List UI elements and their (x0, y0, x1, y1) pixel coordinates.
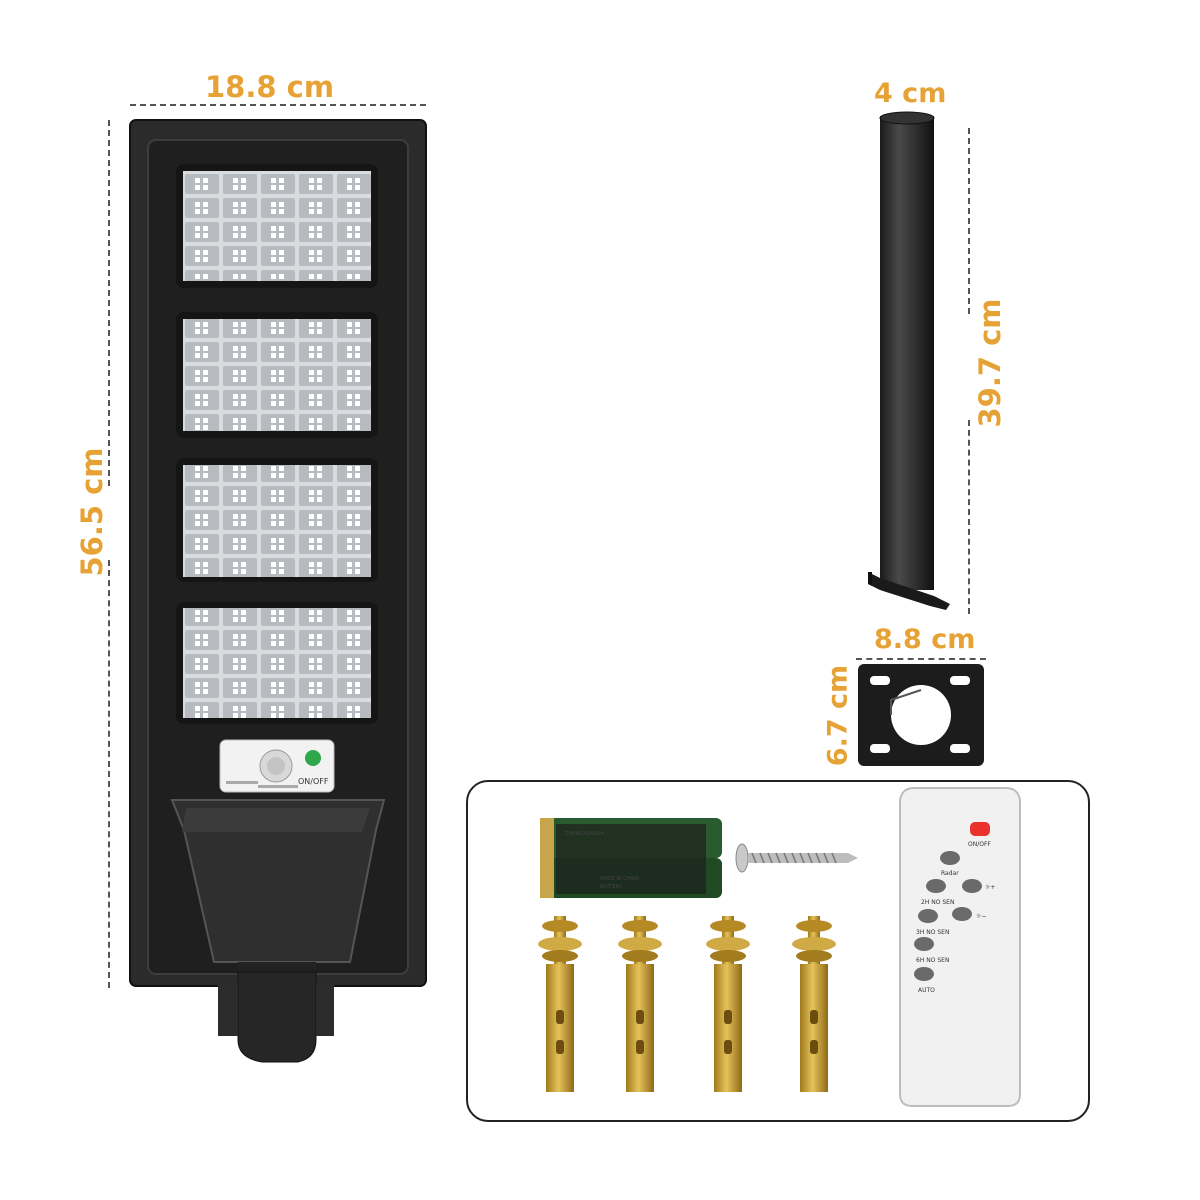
led-panel-4 (183, 608, 371, 718)
lamp-height-line-lower (108, 560, 110, 988)
power-indicator (305, 750, 321, 766)
remote-power-button (970, 822, 990, 836)
aa-battery-pair: ZHENGYUANDA MADE IN CHINA BATTERY (540, 818, 722, 898)
battery-text-1: ZHENGYUANDA (565, 831, 604, 837)
lamp-width-label: 18.8 cm (205, 70, 335, 104)
remote-label-3h: 3H NO SEN (916, 929, 949, 936)
remote-label-2h: 2H NO SEN (921, 899, 954, 906)
expansion-bolt-2 (618, 916, 662, 1092)
battery-text-2: MADE IN CHINA (600, 876, 640, 882)
bracket-width-line (856, 658, 986, 660)
lamp-width-line (130, 104, 426, 106)
led-panel-3 (183, 465, 371, 577)
battery-text-3: BATTERY (600, 884, 623, 890)
remote-control: ON/OFF Radar ☼+ 2H NO SEN ☼− 3H NO SEN 6… (899, 787, 1021, 1107)
expansion-bolt-4 (792, 916, 836, 1092)
lamp-switch-label: ON/OFF (298, 777, 329, 786)
remote-label-onoff: ON/OFF (968, 841, 991, 848)
remote-label-6h: 6H NO SEN (916, 957, 949, 964)
remote-label-auto: AUTO (918, 987, 935, 994)
mounting-pole (868, 111, 950, 610)
remote-radar-button (940, 851, 960, 865)
solar-street-lamp (129, 119, 427, 1063)
led-panel-1 (183, 171, 371, 281)
bracket-width-label: 8.8 cm (874, 624, 976, 655)
lamp-height-line (108, 120, 110, 486)
mounting-bracket-plate (858, 664, 984, 766)
screw (735, 843, 858, 873)
remote-brightness-down-button (952, 907, 972, 921)
remote-label-radar: Radar (941, 870, 959, 877)
brightness-up-icon: ☼+ (985, 884, 995, 891)
brightness-down-icon: ☼− (976, 913, 986, 920)
pole-diameter-label: 4 cm (874, 78, 947, 109)
expansion-bolt-1 (538, 916, 582, 1092)
led-panel-2 (183, 319, 371, 431)
pole-length-line (968, 128, 970, 314)
pole-length-line-lower (968, 420, 970, 614)
remote-brightness-up-button (962, 879, 982, 893)
expansion-bolt-3 (706, 916, 750, 1092)
